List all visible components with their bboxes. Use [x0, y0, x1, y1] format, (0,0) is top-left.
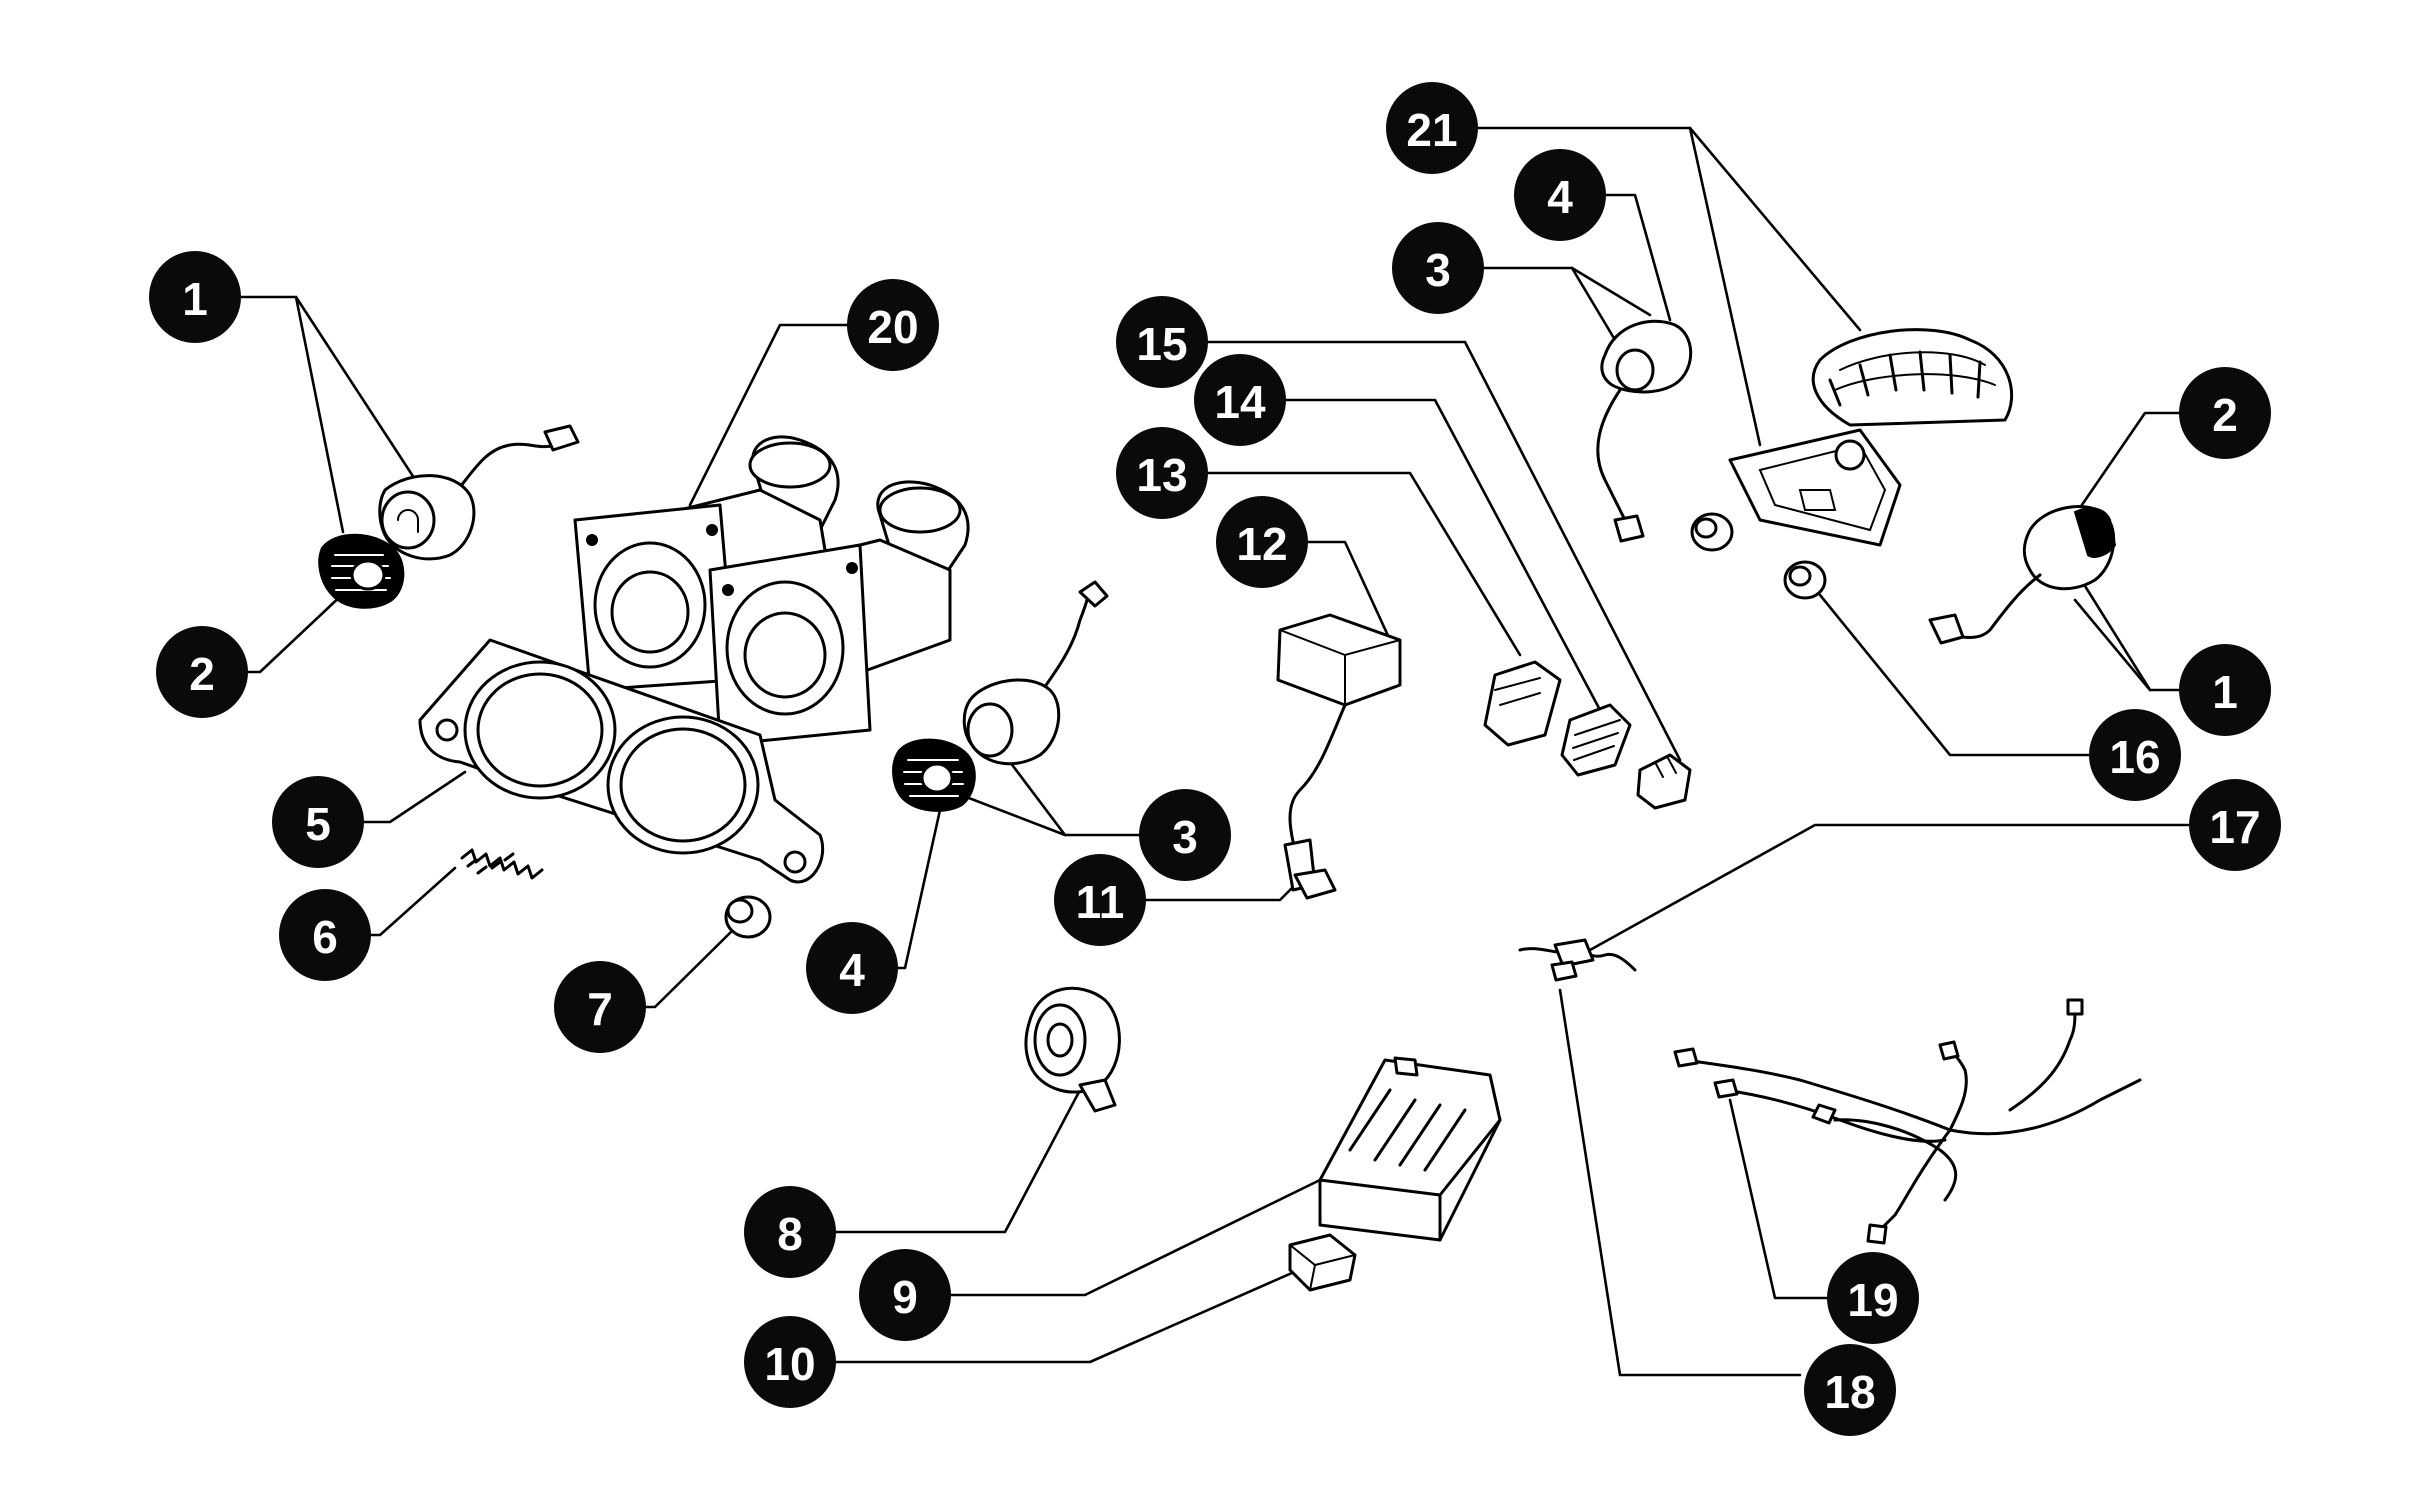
svg-text:16: 16 [2109, 731, 2160, 783]
svg-text:1: 1 [182, 273, 208, 325]
svg-text:4: 4 [1547, 171, 1573, 223]
ribbed-connector [1560, 703, 1632, 777]
lamp-socket-top [1596, 319, 1693, 543]
svg-text:5: 5 [305, 798, 331, 850]
battery [1318, 1056, 1502, 1242]
callout-19: 19 [1827, 1252, 1919, 1344]
callout-3-center: 3 [1139, 789, 1231, 881]
svg-text:14: 14 [1214, 376, 1266, 428]
callout-20: 20 [847, 279, 939, 371]
callout-12: 12 [1216, 496, 1308, 588]
svg-text:18: 18 [1824, 1366, 1875, 1418]
callout-10: 10 [744, 1316, 836, 1408]
svg-text:4: 4 [839, 944, 865, 996]
svg-text:8: 8 [777, 1208, 803, 1260]
bulb-socket-left [378, 424, 580, 561]
callout-13: 13 [1116, 427, 1208, 519]
twin-headlight-assembly [573, 435, 970, 747]
rubber-grommet-upper [1690, 512, 1734, 552]
svg-text:2: 2 [189, 648, 215, 700]
headlight-mounting-plate [418, 638, 825, 884]
svg-text:6: 6 [312, 911, 338, 963]
switch-component [1483, 660, 1562, 747]
svg-text:13: 13 [1136, 449, 1187, 501]
lamp-socket-right [1928, 505, 2117, 645]
svg-text:9: 9 [892, 1271, 918, 1323]
svg-text:7: 7 [587, 983, 613, 1035]
callout-1-right: 1 [2179, 644, 2271, 736]
rubber-grommet [1783, 560, 1827, 600]
fuse-block [1288, 1233, 1357, 1292]
wiring-harness [1673, 998, 2142, 1245]
adjuster-spring [460, 848, 544, 880]
svg-text:1: 1 [2212, 666, 2238, 718]
finned-bulb-left [318, 533, 405, 609]
svg-text:15: 15 [1136, 318, 1187, 370]
svg-text:2: 2 [2212, 389, 2238, 441]
small-nut [724, 895, 772, 939]
svg-text:21: 21 [1406, 104, 1457, 156]
callout-15: 15 [1116, 296, 1208, 388]
bulb-socket-center [962, 580, 1109, 766]
callout-6: 6 [279, 889, 371, 981]
tail-light-assembly [1728, 328, 2014, 547]
svg-text:17: 17 [2209, 801, 2260, 853]
callout-16: 16 [2089, 709, 2181, 801]
callout-8: 8 [744, 1186, 836, 1278]
horn [1024, 986, 1121, 1113]
callout-7: 7 [554, 961, 646, 1053]
svg-text:12: 12 [1236, 518, 1287, 570]
svg-text:20: 20 [867, 301, 918, 353]
callout-5: 5 [272, 776, 364, 868]
svg-text:3: 3 [1172, 811, 1198, 863]
finned-bulb-center [892, 738, 976, 812]
svg-text:19: 19 [1847, 1274, 1898, 1326]
svg-text:10: 10 [764, 1338, 815, 1390]
callout-2-left: 2 [156, 626, 248, 718]
callout-21: 21 [1386, 82, 1478, 174]
callout-2-right: 2 [2179, 367, 2271, 459]
callout-18: 18 [1804, 1344, 1896, 1436]
callout-14: 14 [1194, 354, 1286, 446]
electronic-module [1276, 613, 1402, 900]
callout-3-top: 3 [1392, 222, 1484, 314]
small-connector [1636, 753, 1692, 810]
callout-9: 9 [859, 1249, 951, 1341]
callout-4-top: 4 [1514, 149, 1606, 241]
svg-text:3: 3 [1425, 244, 1451, 296]
svg-text:11: 11 [1076, 876, 1125, 928]
callout-4-center: 4 [806, 922, 898, 1014]
callout-17: 17 [2189, 779, 2281, 871]
callout-1-left: 1 [149, 251, 241, 343]
callout-11: 11 [1054, 854, 1146, 946]
small-switch [1518, 938, 1637, 982]
